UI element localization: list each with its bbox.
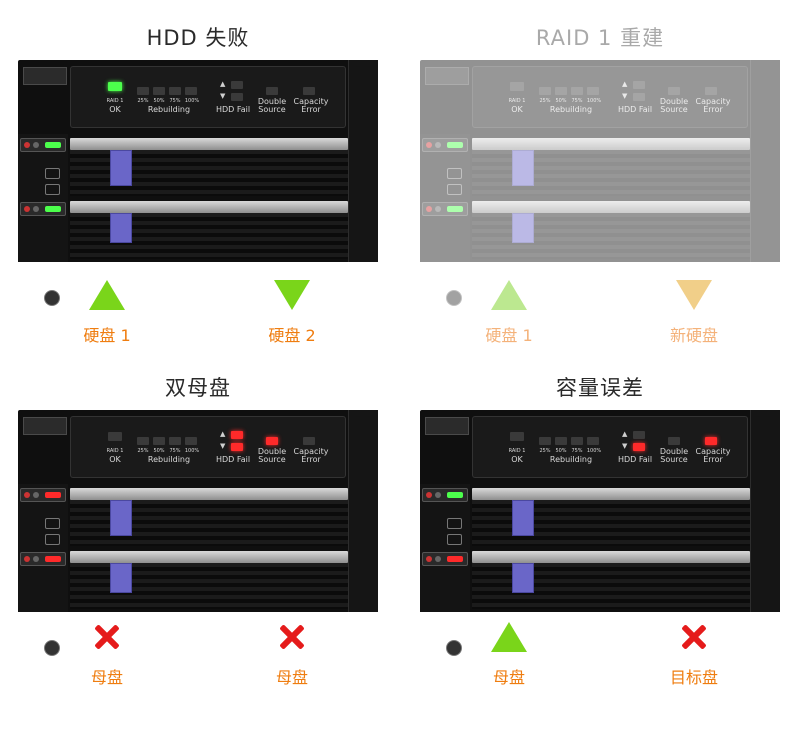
panel-title: 容量误差 <box>556 376 644 400</box>
drive-tray-1-handle <box>472 138 750 150</box>
up-arrow-icon <box>491 622 527 652</box>
panel-title: RAID 1 重建 <box>535 26 665 50</box>
ok-led <box>108 82 122 91</box>
disk-label: 目标盘 <box>669 668 718 687</box>
drive-tray-1-handle <box>70 488 348 500</box>
x-icon <box>679 622 709 652</box>
up-arrow-icon: ▲ <box>622 430 628 438</box>
drive-enclosure-image: RAID 1 OK 25% 50% 75% 100% Rebuilding ▲ … <box>18 60 378 306</box>
disk-label: 母盘 <box>492 668 525 687</box>
ok-led <box>510 82 524 91</box>
ok-led <box>510 432 524 441</box>
x-icon <box>277 622 307 652</box>
drive-enclosure-image: RAID 1 OK 25% 50% 75% 100% Rebuilding ▲ … <box>420 410 780 656</box>
panel-dual-master: 双母盘 RAID 1 OK 25% 50% 75% 100% Rebuildin… <box>18 350 378 690</box>
status-panel: RAID 1 OK 25% 50% 75% 100% Rebuilding ▲ … <box>472 66 748 128</box>
drive-tray-1-handle <box>472 488 750 500</box>
panel-capacity-error: 容量误差 RAID 1 OK 25% 50% 75% 100% Rebuildi… <box>420 350 780 690</box>
drive-tray-2-handle <box>70 201 348 213</box>
drive-tray-2-handle <box>472 201 750 213</box>
up-arrow-icon <box>491 280 527 310</box>
panel-title: 双母盘 <box>165 376 231 400</box>
disk-label: 硬盘 1 <box>485 326 533 345</box>
ok-led <box>108 432 122 441</box>
up-arrow-icon: ▲ <box>622 80 628 88</box>
disk-label: 母盘 <box>90 668 123 687</box>
down-arrow-icon <box>274 280 310 310</box>
x-icon <box>92 622 122 652</box>
drive-enclosure-image: RAID 1 OK 25% 50% 75% 100% Rebuilding ▲ … <box>18 410 378 656</box>
down-arrow-icon <box>676 280 712 310</box>
down-arrow-icon: ▼ <box>220 92 226 100</box>
panel-raid1-rebuild: RAID 1 重建 RAID 1 OK 25% 50% 75% 100% Reb… <box>420 0 780 345</box>
status-panel: RAID 1 OK 25% 50% 75% 100% Rebuilding ▲ … <box>70 416 346 478</box>
up-arrow-icon: ▲ <box>220 430 226 438</box>
disk-label: 新硬盘 <box>669 326 718 345</box>
drive-enclosure-image: RAID 1 OK 25% 50% 75% 100% Rebuilding ▲ … <box>420 60 780 306</box>
disk-label: 硬盘 1 <box>83 326 131 345</box>
disk-label: 硬盘 2 <box>268 326 316 345</box>
down-arrow-icon: ▼ <box>220 442 226 450</box>
panel-hdd-fail: HDD 失败 RAID 1 OK 25% 50% 75% 100% Rebuil… <box>18 0 378 345</box>
panel-title: HDD 失败 <box>146 26 250 50</box>
down-arrow-icon: ▼ <box>622 92 628 100</box>
up-arrow-icon <box>89 280 125 310</box>
drive-tray-2-handle <box>70 551 348 563</box>
drive-tray-1-handle <box>70 138 348 150</box>
up-arrow-icon: ▲ <box>220 80 226 88</box>
disk-label: 母盘 <box>275 668 308 687</box>
status-panel: RAID 1 OK 25% 50% 75% 100% Rebuilding ▲ … <box>70 66 346 128</box>
down-arrow-icon: ▼ <box>622 442 628 450</box>
drive-tray-2-handle <box>472 551 750 563</box>
status-panel: RAID 1 OK 25% 50% 75% 100% Rebuilding ▲ … <box>472 416 748 478</box>
